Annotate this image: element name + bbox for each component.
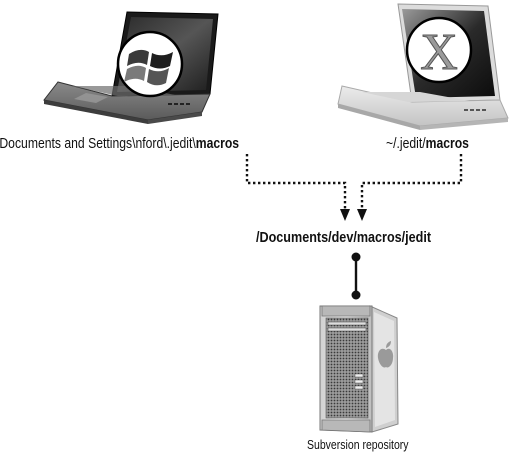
mac-logo-letter: X [420,24,458,81]
mac-laptop: X [337,3,509,130]
windows-laptop [43,11,219,124]
windows-logo-icon [116,30,184,98]
mac-path-bold: macros [425,136,469,152]
mac-os-x-logo-icon: X [405,16,473,84]
mac-path-prefix: ~/.jedit/ [386,136,426,152]
mac-pro-tower-icon [319,305,399,433]
mac-sync-line [360,154,463,210]
shared-folder-path: /Documents/dev/macros/jedit [256,229,432,246]
server-label: Subversion repository [307,438,409,452]
sync-arrowheads [340,209,367,221]
mac-sync-arrowhead [357,209,367,221]
apple-logo-icon [377,341,394,368]
windows-path-bold: macros [195,136,240,152]
sync-connectors [245,154,463,210]
windows-sync-line [245,154,347,210]
windows-path-prefix: \Documents and Settings\nford\.jedit\ [0,136,196,152]
mac-macro-path: ~/.jedit/macros [386,136,469,152]
windows-macro-path: \Documents and Settings\nford\.jedit\mac… [0,136,239,152]
windows-sync-arrowhead [340,209,350,221]
checkout-connector [351,252,361,300]
